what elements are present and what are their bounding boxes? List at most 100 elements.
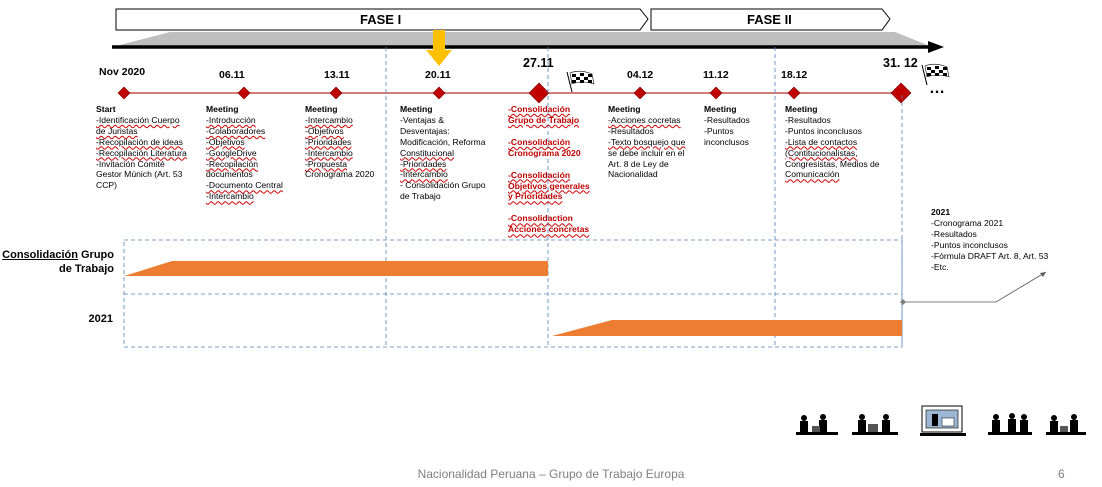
milestone-diamond-icon [432,86,446,100]
list-item: -Invitación Comité [96,158,165,169]
list-item: -Identificación Cuerpo [96,114,180,125]
list-item: Nacionalidad [608,169,658,180]
col-start-head: Start [96,104,116,114]
milestone-diamond-icon [528,82,550,104]
list-item: -Consolidaction [508,213,573,224]
list-item: Comunicación [785,169,840,180]
list-item: - Consolidación Grupo [400,180,486,191]
list-item: -Introducción [206,114,256,125]
list-item: (Contitucionalistas, [785,147,858,158]
presentation-icon [920,405,966,436]
ellipsis: … [929,80,946,97]
date-nov-2020: Nov 2020 [99,66,146,78]
list-item: -Intercambio [305,147,353,158]
col-13-11: Meeting -Intercambio -Objetivos -Priorid… [305,104,374,180]
list-item: Cronograma 2020 [305,169,375,180]
list-item: Congresistas, Medios de [785,158,880,169]
list-item: documentos [206,169,253,180]
list-item: -Puntos inconclusos [785,125,862,136]
milestone-diamond-icon [117,86,131,100]
date-06-11: 06.11 [219,69,245,81]
list-item: -Resultados [785,114,831,125]
footer-title: Nacionalidad Peruana – Grupo de Trabajo … [417,467,685,481]
col-06-11: Meeting -Introducción -Colaboradores -Ob… [206,104,283,202]
list-item: -Consolidación [508,169,571,180]
list-item: -Cronograma 2021 [931,217,1004,228]
list-item: -Lista de contactos [785,136,858,147]
col-04-12: Meeting -Acciones cocretas -Resultados -… [608,104,685,180]
list-item: se debe incluir en el [608,147,685,158]
timeline [117,63,950,104]
list-item: -Recopilación [206,158,259,169]
list-item: -Resultados [704,114,750,125]
col-20-11: Meeting -Ventajas & Desventajas: Modific… [400,104,486,202]
list-item: -Prioridades [400,158,447,169]
milestone-diamond-icon [787,86,801,100]
phase-1-arrow [115,8,649,31]
list-item: -Propuesta [305,158,348,169]
phase-arrows [112,8,944,53]
date-18-12: 18.12 [781,69,808,81]
milestone-diamond-icon [890,82,912,104]
list-item: -Consolidación [508,104,571,114]
list-item: -Ventajas & [400,114,444,125]
col-start: Start -Identificación Cuerpo de Juristas… [96,104,187,191]
list-item: -Consolidación [508,136,571,147]
list-item: -Intercambio [206,191,254,202]
list-item: -GoogleDrive [206,147,257,158]
meeting-people-icon [852,414,898,435]
col-11-12: Meeting -Resultados -Puntos inconclusos [704,104,750,148]
meeting-people-icon [988,413,1032,435]
list-item: -Recopilación de ideas [96,136,183,147]
list-item: -Acciones cocretas [608,114,681,125]
list-item: -Intercambio [400,169,448,180]
list-item: -Intercambio [305,114,353,125]
note-2021-head: 2021 [931,207,951,217]
row-label-consolidacion-line2: de Trabajo [58,263,114,275]
phase-2-label: FASE II [747,12,792,27]
main-arrow-head [928,41,944,53]
col-18-12: Meeting -Resultados -Puntos inconclusos … [785,104,880,180]
list-item: -Etc. [931,261,949,272]
row-label-consolidacion: Consolidación Grupo de Trabajo [0,248,114,276]
list-item: -Puntos [704,125,734,136]
list-item: Modificación, Reforma [400,136,486,147]
list-item: Acciones concretas [508,224,590,235]
list-item: Constitucional [400,147,454,158]
note-2021: 2021 -Cronograma 2021 -Resultados -Punto… [931,207,1048,272]
meeting-clipart [796,405,1086,436]
bar-2021 [552,320,902,336]
phase-2-arrow [650,8,891,31]
phase-1-label: FASE I [360,12,402,27]
milestone-diamond-icon [237,86,251,100]
list-item: -Puntos inconclusos [931,239,1008,250]
down-arrow-icon [426,30,452,66]
col-13-11-head: Meeting [305,104,338,114]
date-04-12: 04.12 [627,69,654,81]
checkered-flag-icon [921,63,950,86]
list-item: y Prioridades [508,191,563,202]
col-04-12-head: Meeting [608,104,641,114]
col-27-11: -Consolidación Grupo de Trabajo -Consoli… [508,104,590,235]
list-item: CCP) [96,180,118,191]
col-11-12-head: Meeting [704,104,737,114]
list-item: Gestor Múnich (Art. 53 [96,169,183,180]
list-item: -Objetivos [305,125,344,136]
date-31-12: 31. 12 [883,56,918,70]
date-20-11: 20.11 [425,69,451,81]
list-item: -Recopilación Literatura [96,147,187,158]
page-number: 6 [1058,467,1065,481]
milestone-diamond-icon [709,86,723,100]
list-item: -Objetivos [206,136,245,147]
col-20-11-head: Meeting [400,104,433,114]
list-item: -Documento Central [206,180,283,191]
date-13-11: 13.11 [324,69,350,81]
milestone-diamond-icon [633,86,647,100]
list-item: de Juristas [96,125,138,136]
list-item: Grupo de Trabajo [508,114,580,125]
row-label-consolidacion-word: Consolidación [2,249,78,261]
list-item: Cronograma 2020 [508,147,581,158]
checkered-flag-icon [566,70,595,93]
list-item: Desventajas: [400,125,450,136]
milestone-diamond-icon [329,86,343,100]
